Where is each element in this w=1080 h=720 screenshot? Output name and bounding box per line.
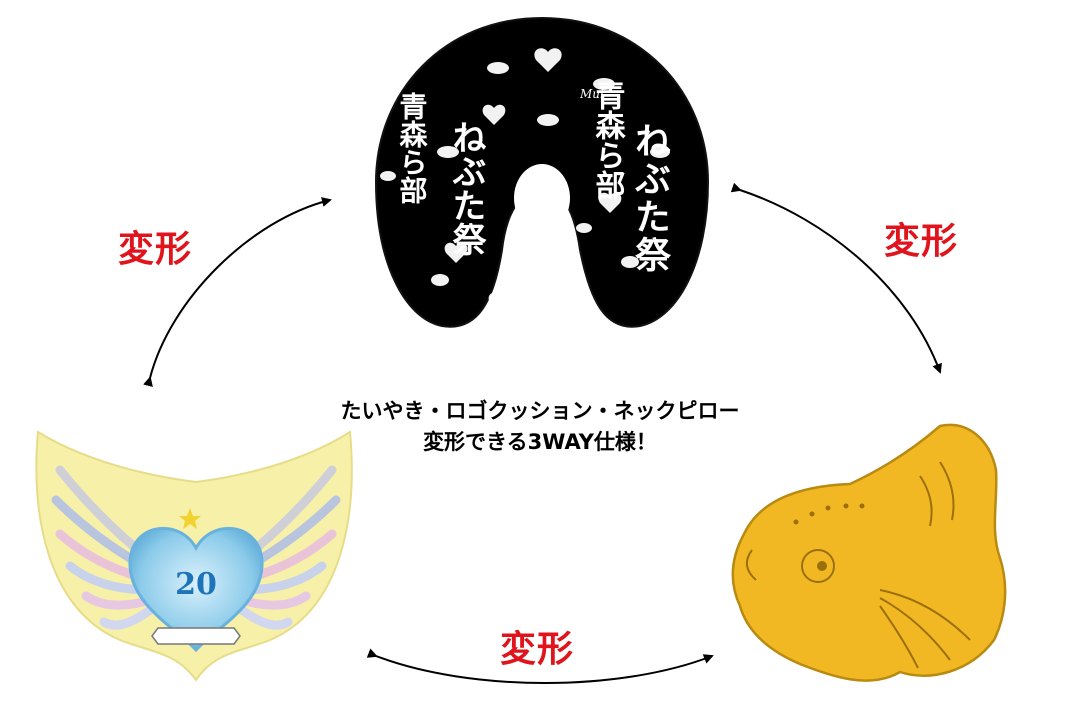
pillow-text-aomori: 青森ら部 [590, 80, 626, 200]
arrow-bottom-curve [366, 648, 714, 684]
transform-label-left: 変形 [118, 229, 193, 270]
taiyaki-image [731, 423, 1007, 682]
ribbon-icon [151, 627, 241, 645]
taiyaki-eye-icon [801, 549, 835, 583]
pillow-text-nebuta-left: ねぶた祭 [446, 120, 486, 256]
pillow-text-nebuta: ねぶた祭 [629, 122, 671, 274]
description-text: たいやき・ロゴクッション・ネックピロー 変形できる3WAY仕様！ [290, 396, 790, 458]
logo-number-20: 20 [175, 567, 217, 602]
neck-pillow-image: ねぶた祭 青森ら部 青森ら部 ねぶた祭 Mui [374, 16, 710, 328]
heart-icon [128, 526, 264, 653]
arrow-left-curve [143, 197, 332, 387]
star-icon [179, 508, 201, 529]
transform-label-right: 変形 [884, 221, 959, 262]
description-line-1: たいやき・ロゴクッション・ネックピロー [340, 399, 740, 423]
pillow-text-mui: Mui [579, 87, 604, 101]
arrow-right-curve [730, 182, 942, 374]
description-line-2: 変形できる3WAY仕様！ [423, 430, 657, 454]
logo-cushion-image: 20 [35, 430, 353, 682]
transform-label-bottom: 変形 [500, 629, 575, 670]
pillow-text-aomori-left: 青森ら部 [396, 92, 429, 204]
